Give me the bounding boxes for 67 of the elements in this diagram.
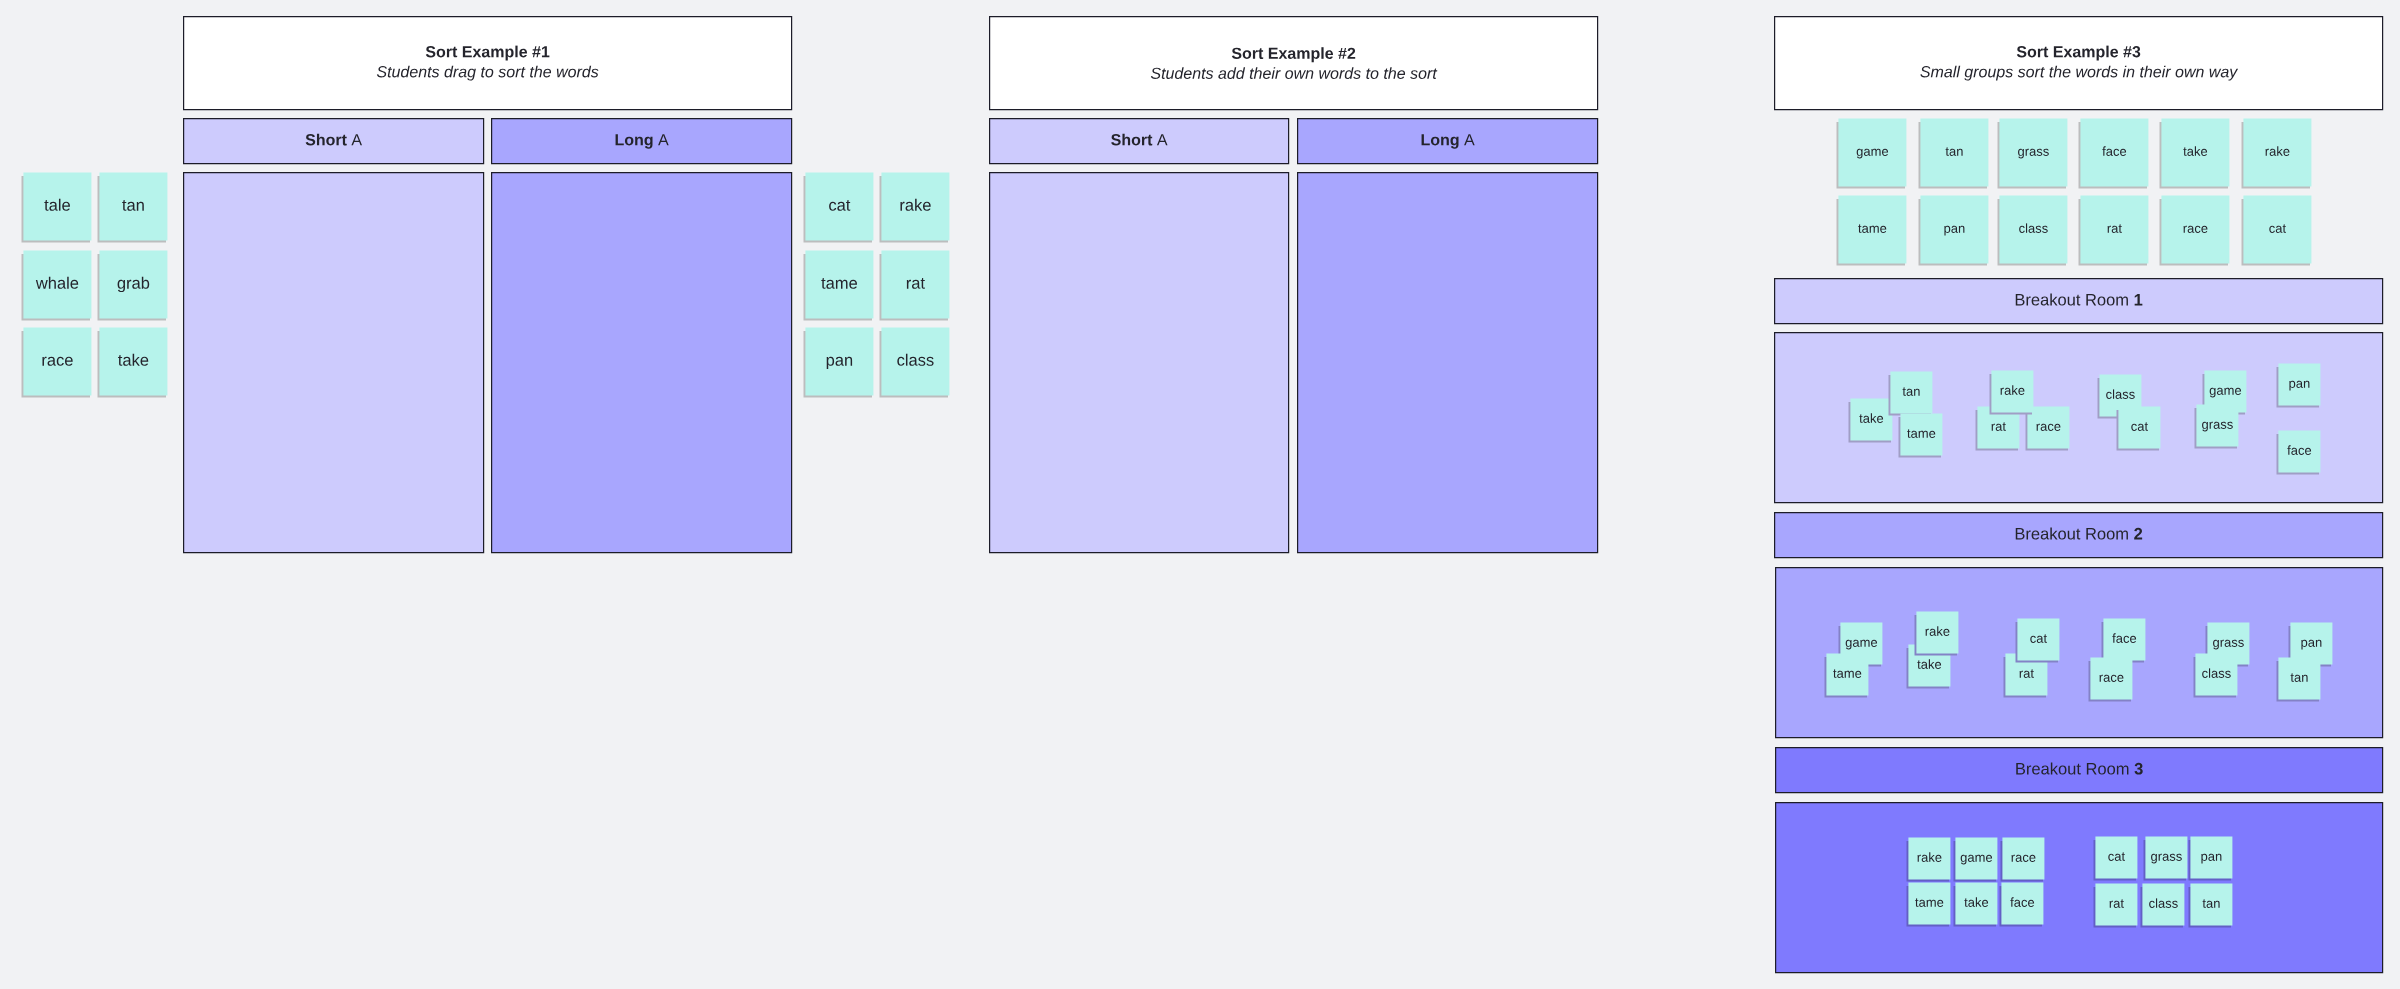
sticky-note: grab xyxy=(97,250,168,321)
sort-column xyxy=(1297,172,1599,554)
sticky-note: cat xyxy=(2015,618,2060,663)
sticky-note: pan xyxy=(2188,836,2233,881)
sticky-note: tan xyxy=(97,172,168,243)
sticky-note: face xyxy=(1999,882,2044,927)
sticky-note: rat xyxy=(2078,195,2149,266)
sticky-note: race xyxy=(21,327,92,398)
sticky-note: race xyxy=(2088,657,2133,702)
sticky-note: tame xyxy=(1824,653,1869,698)
sticky-note: class xyxy=(879,327,950,398)
sticky-note: pan xyxy=(2288,622,2333,667)
sticky-note: pan xyxy=(803,327,874,398)
sticky-note: tame xyxy=(1906,882,1951,927)
header-box: Sort Example #2 Students add their own words to the sort xyxy=(989,16,1599,111)
sticky-note: pan xyxy=(1918,195,1989,266)
sticky-note: race xyxy=(2025,406,2070,451)
sticky-note: take xyxy=(97,327,168,398)
sticky-note: tame xyxy=(803,250,874,321)
sticky-note: game xyxy=(1836,118,1907,189)
sticky-note: grass xyxy=(2194,404,2239,449)
sticky-note: take xyxy=(1848,398,1893,443)
column-header: Long A xyxy=(491,118,793,165)
column-header: Short A xyxy=(183,118,485,165)
column-header: Short A xyxy=(989,118,1290,165)
sticky-note: class xyxy=(2140,883,2185,928)
sort-column xyxy=(989,172,1290,554)
sticky-note: cat xyxy=(2093,836,2138,881)
sticky-note: class xyxy=(2193,653,2238,698)
column-header: Long A xyxy=(1297,118,1599,165)
sticky-note: tame xyxy=(1898,413,1943,458)
sticky-note: rat xyxy=(879,250,950,321)
sticky-note: tan xyxy=(1918,118,1989,189)
sticky-note: grass xyxy=(1997,118,2068,189)
room-header: Breakout Room 2 xyxy=(1774,512,2384,559)
room-header: Breakout Room 1 xyxy=(1774,278,2384,325)
sort-column xyxy=(491,172,793,554)
sticky-note: tan xyxy=(1888,371,1933,416)
sticky-note: take xyxy=(2159,118,2230,189)
room-header: Breakout Room 3 xyxy=(1775,747,2384,794)
sticky-note: cat xyxy=(2241,195,2312,266)
sticky-note: take xyxy=(1953,882,1998,927)
sticky-note: tan xyxy=(2276,657,2321,702)
sticky-note: tale xyxy=(21,172,92,243)
sticky-note: face xyxy=(2276,430,2321,475)
sticky-note: rat xyxy=(2093,883,2138,928)
header-box: Sort Example #1 Students drag to sort the words xyxy=(183,16,793,111)
sticky-note: cat xyxy=(2116,406,2161,451)
sticky-note: cat xyxy=(803,172,874,243)
sticky-note: tan xyxy=(2188,883,2233,928)
sticky-note: whale xyxy=(21,250,92,321)
sticky-note: face xyxy=(2078,118,2149,189)
sticky-note: race xyxy=(2000,837,2045,882)
sticky-note: grass xyxy=(2143,836,2188,881)
sticky-note: face xyxy=(2101,618,2146,663)
sticky-note: rake xyxy=(1906,837,1951,882)
sticky-note: pan xyxy=(2276,363,2321,408)
header-box: Sort Example #3 Small groups sort the words in their own way xyxy=(1774,16,2384,111)
sticky-note: rake xyxy=(1914,611,1959,656)
sticky-note: game xyxy=(1953,837,1998,882)
sticky-note: race xyxy=(2159,195,2230,266)
sticky-note: class xyxy=(1997,195,2068,266)
sticky-note: tame xyxy=(1836,195,1907,266)
sort-column xyxy=(183,172,485,554)
sticky-note: rake xyxy=(1989,370,2034,415)
sticky-note: rake xyxy=(2241,118,2312,189)
sticky-note: rake xyxy=(879,172,950,243)
